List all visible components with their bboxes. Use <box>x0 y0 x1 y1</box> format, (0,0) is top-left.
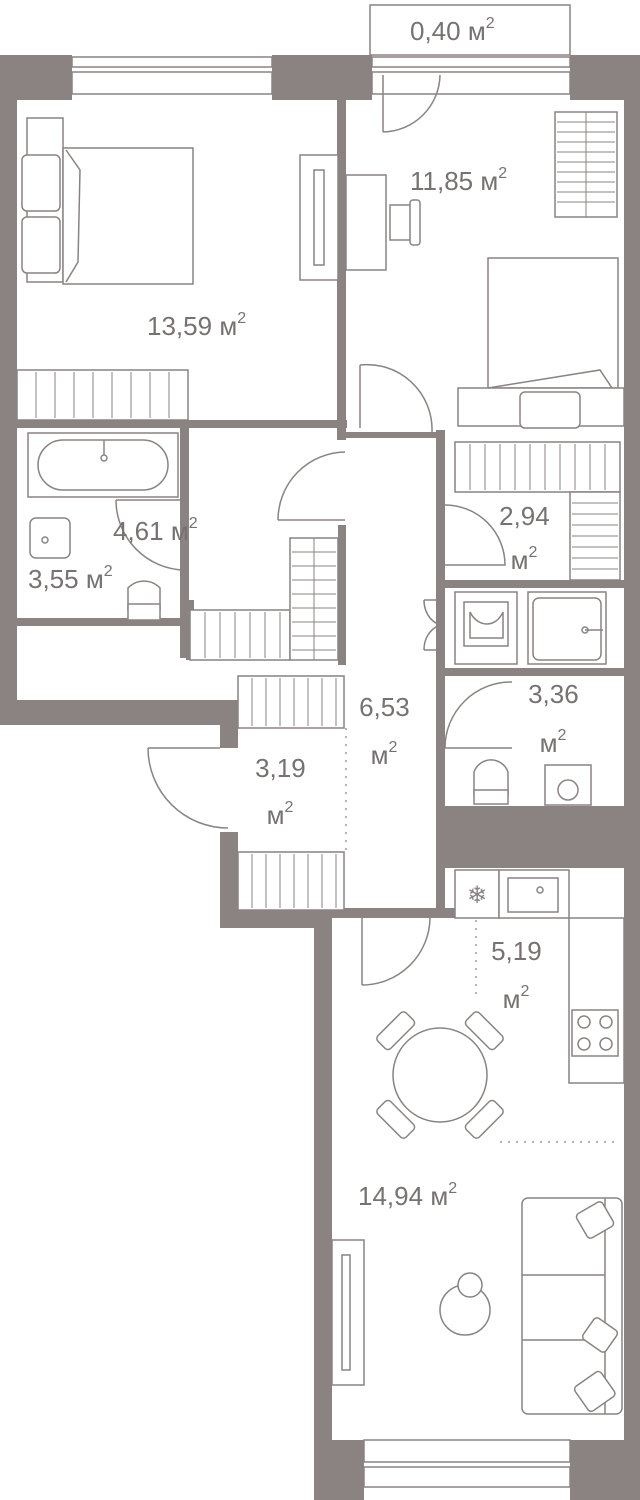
bathtub-icon <box>27 432 179 498</box>
area-label-toilet-1: 3,55 м2 <box>28 563 113 594</box>
toilet-icon <box>473 759 509 805</box>
wardrobe-icon <box>454 441 621 581</box>
walls <box>0 55 640 1500</box>
area-label-bedroom-2: 11,85 м2 <box>410 165 507 196</box>
dining-table-icon <box>376 1011 504 1139</box>
washing-machine-icon <box>454 591 518 665</box>
bed-icon <box>457 257 625 429</box>
sink-icon <box>29 517 71 559</box>
area-label-toilet-2: 3,36 м2 <box>528 679 586 758</box>
desk-icon <box>345 174 421 271</box>
wardrobe-icon <box>189 537 339 661</box>
wardrobe-icon <box>16 369 189 421</box>
area-label-bathroom: 4,61 м2 <box>113 515 198 546</box>
sofa-icon <box>521 1197 623 1415</box>
toilet-icon <box>127 580 161 621</box>
area-labels: 0,40 м2 13,59 м2 11,85 м2 4,61 м2 3,55 м… <box>28 15 586 1211</box>
sink-icon <box>544 764 592 806</box>
tv-icon <box>331 1239 365 1386</box>
door-icon <box>115 74 513 986</box>
area-label-living: 14,94 м2 <box>358 1180 457 1211</box>
area-label-kitchen: 5,19 м2 <box>491 936 549 1014</box>
area-label-entry: 3,19 м2 <box>255 753 313 830</box>
bed-icon <box>21 117 194 285</box>
sink-icon <box>527 591 607 665</box>
svg-text:❄: ❄ <box>467 881 487 909</box>
area-label-closet: 2,94 м2 <box>499 501 557 575</box>
window-icon <box>71 56 571 1488</box>
coffee-table-icon <box>439 1272 491 1336</box>
fridge-icon: ❄ <box>454 869 500 919</box>
area-label-bedroom-1: 13,59 м2 <box>147 310 246 341</box>
sink-icon <box>498 869 570 919</box>
wardrobe-icon <box>554 111 618 218</box>
wardrobe-icon <box>237 675 345 911</box>
kitchen-counter <box>568 917 625 1084</box>
cooktop-icon <box>571 1009 619 1057</box>
area-label-hall: 6,53 м2 <box>359 692 417 770</box>
balcony-outline <box>369 4 571 56</box>
area-label-balcony: 0,40 м2 <box>410 15 495 46</box>
tv-icon <box>299 154 339 281</box>
